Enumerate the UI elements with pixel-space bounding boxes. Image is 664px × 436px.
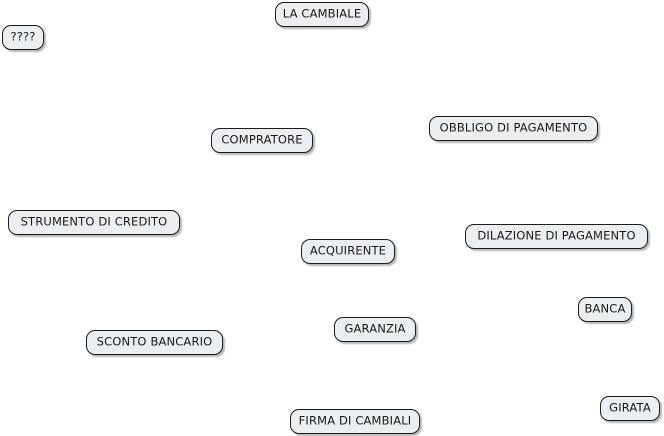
concept-node-firma-di-cambiali[interactable]: FIRMA DI CAMBIALI xyxy=(290,409,420,434)
concept-node-label: FIRMA DI CAMBIALI xyxy=(298,413,412,428)
concept-node-label: ???? xyxy=(10,29,36,44)
concept-node-label: GIRATA xyxy=(609,400,651,415)
concept-node-acquirente[interactable]: ACQUIRENTE xyxy=(301,239,395,264)
concept-node-garanzia[interactable]: GARANZIA xyxy=(334,317,416,342)
concept-node-label: ACQUIRENTE xyxy=(309,243,387,258)
concept-node-banca[interactable]: BANCA xyxy=(578,297,632,322)
concept-node-label: SCONTO BANCARIO xyxy=(96,334,213,349)
concept-node-label: DILAZIONE DI PAGAMENTO xyxy=(477,228,636,243)
concept-node-sconto-bancario[interactable]: SCONTO BANCARIO xyxy=(86,330,223,355)
concept-node-obbligo-di-pagamento[interactable]: OBBLIGO DI PAGAMENTO xyxy=(429,116,598,141)
concept-node-girata[interactable]: GIRATA xyxy=(600,396,660,421)
concept-node-label: LA CAMBIALE xyxy=(282,6,362,21)
concept-node-label: GARANZIA xyxy=(344,321,406,336)
concept-node-dilazione-di-pagamento[interactable]: DILAZIONE DI PAGAMENTO xyxy=(465,224,648,249)
concept-node-label: STRUMENTO DI CREDITO xyxy=(20,214,168,229)
concept-node-compratore[interactable]: COMPRATORE xyxy=(211,128,313,153)
concept-node-unknown[interactable]: ???? xyxy=(2,25,44,50)
concept-node-la-cambiale[interactable]: LA CAMBIALE xyxy=(275,2,369,27)
concept-node-label: COMPRATORE xyxy=(221,132,303,147)
concept-node-label: OBBLIGO DI PAGAMENTO xyxy=(439,120,588,135)
concept-node-label: BANCA xyxy=(584,301,626,316)
concept-node-strumento-di-credito[interactable]: STRUMENTO DI CREDITO xyxy=(8,210,180,235)
